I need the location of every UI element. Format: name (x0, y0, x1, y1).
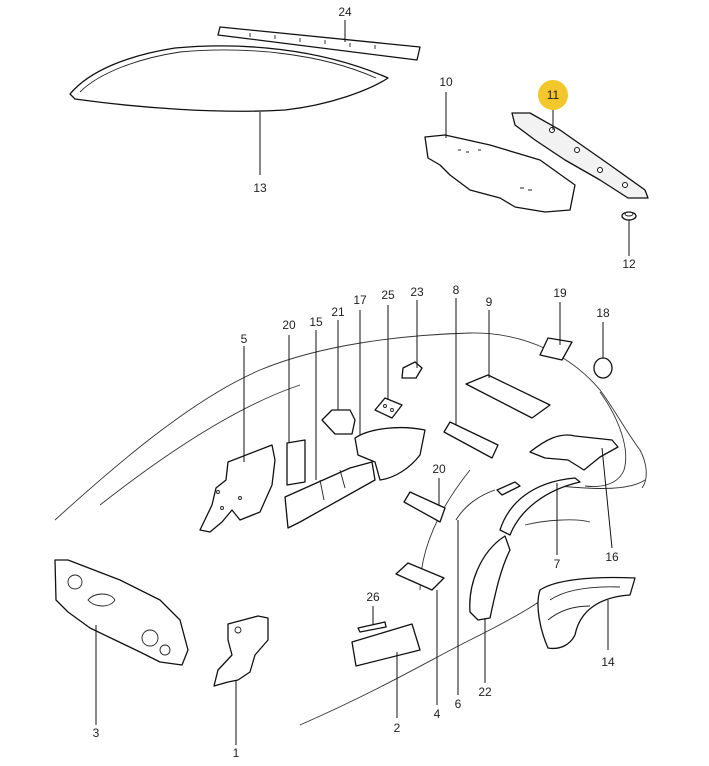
car-body-outline (54, 332, 647, 726)
callout-12: 12 (622, 257, 636, 271)
callout-6: 6 (454, 697, 462, 711)
part-15 (284, 461, 376, 529)
callout-23: 23 (410, 285, 424, 299)
callout-1: 1 (232, 746, 240, 760)
part-17 (354, 426, 426, 481)
callout-21: 21 (331, 305, 345, 319)
part-4 (395, 562, 445, 591)
part-1 (213, 615, 269, 687)
part-12-clip (621, 211, 637, 221)
part-26 (357, 621, 387, 633)
callout-18: 18 (596, 306, 610, 320)
part-11-bracket (511, 112, 649, 199)
part-24-strip (217, 26, 421, 61)
part-3-bulkhead (54, 559, 189, 666)
callout-20-lower: 20 (432, 462, 446, 476)
part-20-upper (286, 439, 306, 486)
callout-17: 17 (353, 293, 367, 307)
part-20-lower (403, 491, 446, 523)
part-16 (529, 434, 619, 471)
callout-7: 7 (553, 557, 561, 571)
part-10-shelf-insulation (424, 134, 576, 213)
callout-24: 24 (338, 5, 352, 19)
callout-14: 14 (601, 655, 615, 669)
callout-16: 16 (605, 550, 619, 564)
part-6 (455, 489, 496, 521)
callout-8: 8 (452, 283, 460, 297)
part-8 (443, 421, 499, 459)
part-22 (469, 535, 511, 621)
part-25 (374, 397, 403, 419)
callout-25: 25 (381, 288, 395, 302)
part-14-wheelhouse (537, 576, 636, 650)
part-7-wheel-arch (499, 477, 581, 536)
part-9 (465, 374, 551, 419)
part-18 (593, 357, 613, 379)
leader-lines (95, 20, 630, 745)
part-strip-7 (496, 481, 521, 496)
part-13-headliner (69, 45, 389, 112)
callout-19: 19 (553, 286, 567, 300)
callout-11-highlighted[interactable]: 11 (538, 80, 568, 110)
callout-5: 5 (240, 332, 248, 346)
callout-20-upper: 20 (282, 318, 296, 332)
part-2 (351, 623, 421, 667)
callout-26: 26 (366, 590, 380, 604)
callout-15: 15 (309, 315, 323, 329)
callout-10: 10 (439, 75, 453, 89)
part-5-panel (199, 444, 276, 533)
part-23 (401, 361, 423, 379)
part-19 (539, 337, 573, 361)
callout-13: 13 (253, 181, 267, 195)
callout-3: 3 (92, 726, 100, 740)
part-21 (321, 409, 356, 435)
callout-9: 9 (485, 295, 493, 309)
callout-4: 4 (433, 707, 441, 721)
callout-2: 2 (393, 721, 401, 735)
callout-22: 22 (478, 685, 492, 699)
